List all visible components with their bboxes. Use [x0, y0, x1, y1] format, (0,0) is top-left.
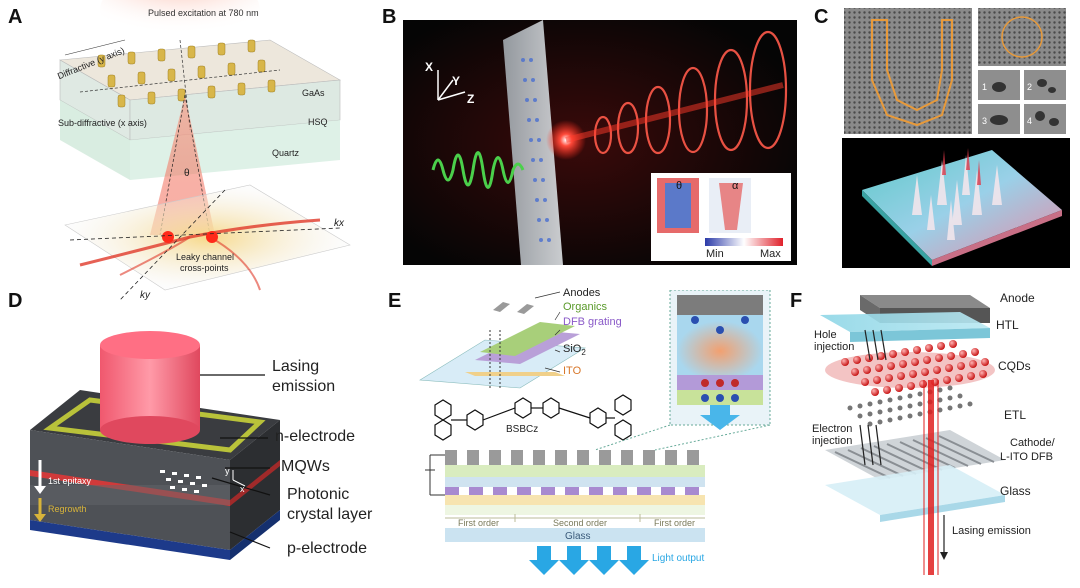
panel-b-illustration — [403, 20, 797, 265]
label-leaky-2: cross-points — [180, 263, 229, 273]
panel-e-illustration — [419, 290, 771, 575]
label-bsbcz: BSBCz — [506, 424, 539, 435]
label-lasing-2: emission — [272, 378, 336, 395]
label-lasing-emission-f: Lasing emission — [952, 525, 1031, 537]
label-cathode-2: L-ITO DFB — [1000, 451, 1053, 463]
label-alpha-b: α — [732, 180, 739, 192]
label-glass-e: Glass — [565, 531, 591, 542]
label-etl: ETL — [1004, 408, 1027, 422]
panel-d-illustration — [30, 331, 280, 560]
label-hole-2: injection — [814, 341, 855, 353]
label-excitation: Pulsed excitation at 780 nm — [148, 8, 259, 18]
label-glass-f: Glass — [1000, 484, 1031, 498]
label-second-order: Second order — [553, 518, 608, 528]
label-electron-1: Electron — [812, 423, 853, 435]
label-light-output: Light output — [652, 553, 705, 564]
label-mqws: MQWs — [281, 458, 330, 475]
label-c-3: 3 — [982, 116, 988, 126]
label-d-y: y — [225, 466, 230, 476]
panel-a-illustration — [59, 0, 351, 300]
label-epitaxy: 1st epitaxy — [48, 476, 92, 486]
label-electron-2: injection — [812, 435, 853, 447]
label-axis-x: X — [425, 60, 434, 74]
label-ito: ITO — [563, 365, 582, 377]
panel-letter-d: D — [8, 290, 23, 312]
label-first-order-right: First order — [654, 518, 696, 528]
label-min: Min — [706, 248, 724, 260]
label-regrowth: Regrowth — [48, 504, 87, 514]
label-htl: HTL — [996, 318, 1019, 332]
panel-f-illustration — [820, 295, 1005, 575]
panel-c-illustration — [842, 8, 1070, 268]
label-n-electrode: n-electrode — [275, 428, 356, 445]
label-hole-1: Hole — [814, 329, 837, 341]
label-organics: Organics — [563, 301, 608, 313]
panel-letter-e: E — [388, 290, 402, 312]
label-first-order-left: First order — [458, 518, 500, 528]
panel-letter-c: C — [814, 6, 829, 28]
label-p-electrode: p-electrode — [287, 540, 368, 557]
label-cqds: CQDs — [998, 359, 1031, 373]
panel-letter-b: B — [382, 6, 397, 28]
label-theta-a: θ — [184, 168, 190, 179]
label-quartz: Quartz — [272, 148, 300, 158]
label-c-2: 2 — [1027, 82, 1033, 92]
label-lasing-1: Lasing — [272, 358, 320, 375]
label-photonic-2: crystal layer — [287, 506, 373, 523]
label-anodes: Anodes — [563, 287, 601, 299]
label-cathode-1: Cathode/ — [1010, 437, 1055, 449]
label-leaky-1: Leaky channel — [176, 252, 235, 262]
panel-letter-a: A — [8, 6, 23, 28]
label-photonic-1: Photonic — [287, 486, 350, 503]
label-c-1: 1 — [982, 82, 988, 92]
panel-letter-f: F — [790, 290, 803, 312]
label-c-4: 4 — [1027, 116, 1033, 126]
label-ky: ky — [140, 290, 150, 301]
label-sio2: SiO2 — [563, 343, 586, 358]
label-kx: kx — [334, 218, 344, 229]
label-gaas: GaAs — [302, 88, 325, 98]
label-dfb-grating: DFB grating — [563, 316, 622, 328]
label-subdiffractive: Sub-diffractive (x axis) — [58, 118, 147, 128]
label-hsq: HSQ — [308, 117, 328, 127]
label-axis-z: Z — [467, 92, 475, 106]
label-max: Max — [760, 248, 781, 260]
label-theta-b: θ — [676, 180, 683, 192]
label-anode: Anode — [1000, 291, 1035, 305]
label-axis-y: Y — [452, 74, 461, 88]
label-d-x: x — [240, 484, 245, 494]
